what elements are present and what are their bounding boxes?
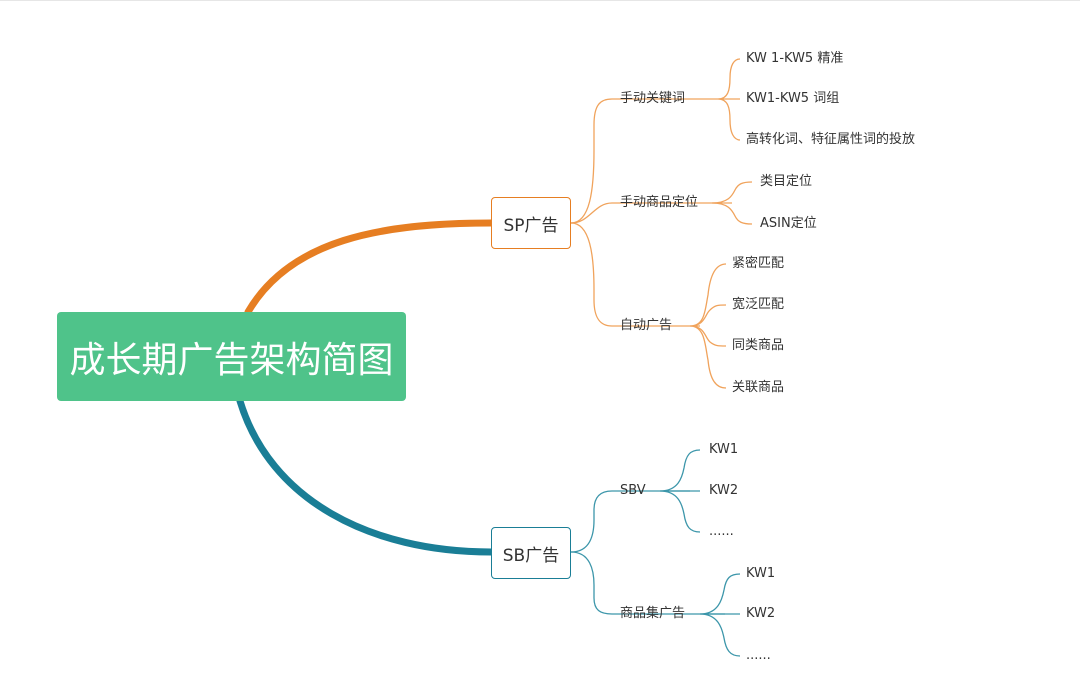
sbv-children-links (659, 449, 701, 533)
sbv-node[interactable]: SBV (620, 483, 646, 498)
manual-keyword-node[interactable]: 手动关键词 (620, 91, 686, 106)
root-node[interactable]: 成长期广告架构简图 (57, 312, 406, 401)
sbv-kw1-leaf[interactable]: KW1 (709, 442, 739, 457)
loose-match-leaf[interactable]: 宽泛匹配 (732, 297, 785, 312)
collection-kw1-leaf[interactable]: KW1 (746, 566, 776, 581)
sp-ads-node[interactable]: SP广告 (491, 197, 571, 249)
collection-more-leaf[interactable]: ...... (746, 648, 771, 663)
root-title: 成长期广告架构简图 (69, 339, 394, 381)
sp-to-manual-keyword-link (570, 98, 613, 224)
keyword-phrase-leaf[interactable]: KW1-KW5 词组 (746, 91, 840, 106)
auto-ads-node[interactable]: 自动广告 (620, 318, 673, 333)
keyword-high-conversion-leaf[interactable]: 高转化词、特征属性词的投放 (746, 132, 916, 147)
sb-to-collection-link (570, 551, 613, 615)
sbv-more-leaf[interactable]: ...... (709, 524, 734, 539)
manual-product-targeting-node[interactable]: 手动商品定位 (620, 195, 699, 210)
collection-children-links (699, 573, 741, 657)
substitutes-leaf[interactable]: 同类商品 (732, 338, 785, 353)
asin-targeting-leaf[interactable]: ASIN定位 (760, 216, 817, 231)
keyword-exact-leaf[interactable]: KW 1-KW5 精准 (746, 51, 844, 66)
manual-product-children-links (711, 181, 753, 225)
close-match-leaf[interactable]: 紧密匹配 (732, 256, 785, 271)
sp-to-manual-product-link (570, 202, 613, 224)
manual-keyword-children-links (717, 58, 741, 141)
category-targeting-leaf[interactable]: 类目定位 (760, 174, 813, 189)
auto-children-links (689, 263, 727, 389)
sbv-kw2-leaf[interactable]: KW2 (709, 483, 739, 498)
collection-kw2-leaf[interactable]: KW2 (746, 606, 776, 621)
complements-leaf[interactable]: 关联商品 (732, 380, 785, 395)
sb-ads-label: SB广告 (502, 545, 560, 566)
sp-ads-label: SP广告 (503, 215, 559, 236)
root-to-sp-link (244, 219, 495, 316)
sb-to-sbv-link (570, 490, 613, 553)
top-divider (0, 0, 1080, 1)
sp-to-auto-link (570, 222, 613, 327)
root-to-sb-link (236, 397, 495, 556)
product-collection-ads-node[interactable]: 商品集广告 (620, 606, 686, 621)
sb-ads-node[interactable]: SB广告 (491, 527, 571, 579)
